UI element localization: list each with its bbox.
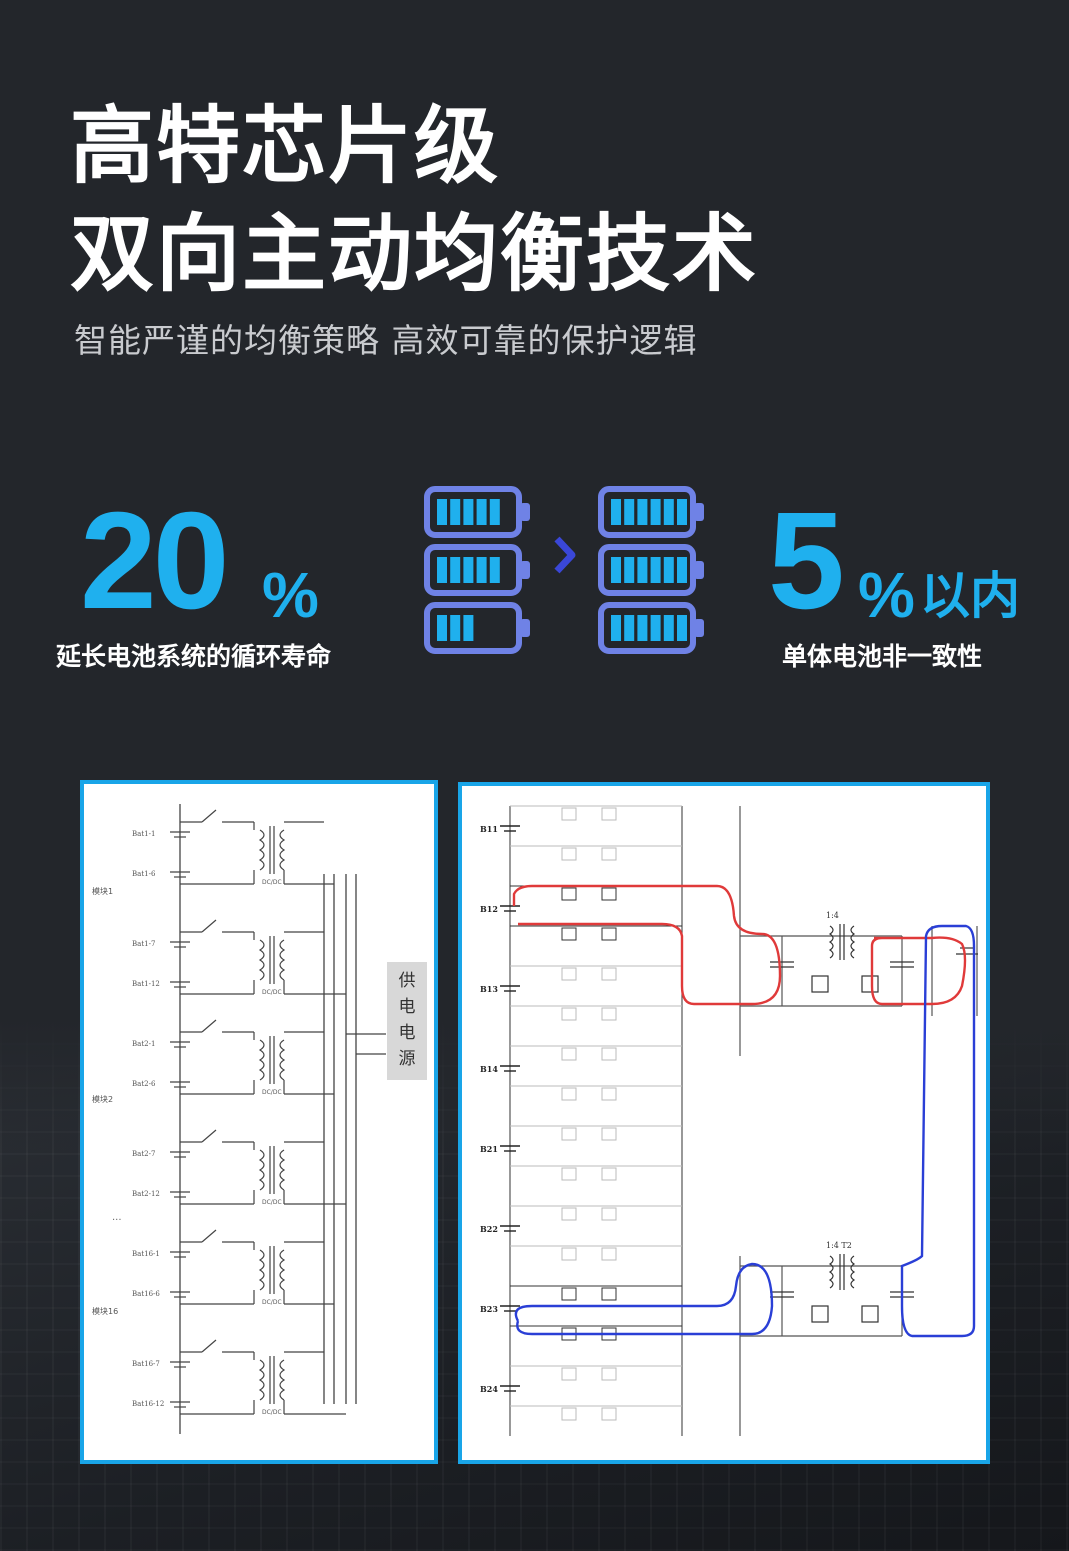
page-title-line2: 双向主动均衡技术 [70, 205, 759, 303]
battery-charge-bar [663, 499, 674, 525]
battery-charge-bar [489, 499, 500, 525]
battery-label: B24 [480, 1384, 498, 1394]
battery-icon-after-3 [598, 602, 704, 654]
battery-charge-bar [437, 557, 447, 583]
cell-label: Bat2-6 [132, 1080, 156, 1088]
cell-label: Bat2-12 [132, 1190, 160, 1198]
battery-icon-before-1 [424, 486, 530, 538]
battery-charge-bar [463, 499, 474, 525]
power-supply-char: 电 [399, 1023, 416, 1043]
battery-charge-bar [637, 557, 648, 583]
dcdc-label: DC/DC [262, 1199, 282, 1206]
battery-charge-bar [677, 499, 687, 525]
cell-label: Bat1-6 [132, 870, 156, 878]
battery-icon-before-3 [424, 602, 530, 654]
cell-label: Bat1-7 [132, 940, 155, 948]
battery-charge-bar [637, 615, 648, 641]
chevron-right-icon [554, 536, 576, 574]
ellipsis-label: ... [112, 1212, 122, 1223]
battery-charge-bar [677, 615, 687, 641]
battery-label: B11 [480, 824, 498, 834]
battery-charge-bar [476, 557, 487, 583]
battery-label: B14 [480, 1064, 498, 1074]
battery-charge-bar [624, 499, 635, 525]
power-supply-box [387, 962, 427, 1080]
dcdc-label: DC/DC [262, 1409, 282, 1416]
dcdc-label: DC/DC [262, 1089, 282, 1096]
stat-left-unit: % [262, 559, 319, 631]
stat-right-suffix: 以内 [920, 567, 1020, 625]
battery-charge-bar [624, 615, 635, 641]
module-label-1: 模块1 [92, 887, 114, 896]
battery-charge-bar [650, 557, 661, 583]
dcdc-label: DC/DC [262, 989, 282, 996]
stat-right-description: 单体电池非一致性 [782, 642, 983, 671]
battery-charge-bar [650, 499, 661, 525]
battery-charge-bar [611, 615, 621, 641]
cell-label: Bat16-1 [132, 1250, 160, 1258]
battery-icon-before-2 [424, 544, 530, 596]
battery-charge-bar [611, 499, 621, 525]
stat-right-unit: % [858, 559, 915, 631]
battery-charge-bar [437, 615, 447, 641]
battery-charge-bar [489, 557, 500, 583]
page-title-line1: 高特芯片级 [70, 97, 501, 195]
battery-charge-bar [450, 557, 461, 583]
battery-charge-bar [437, 499, 447, 525]
stat-right-value: 5 [768, 484, 845, 638]
battery-label: B13 [480, 984, 498, 994]
transformer2-ratio-label: 1:4 T2 [826, 1241, 852, 1250]
battery-charge-bar [463, 615, 474, 641]
battery-icon-after-2 [598, 544, 704, 596]
battery-label: B22 [480, 1224, 498, 1234]
stat-left-description: 延长电池系统的循环寿命 [56, 642, 332, 671]
cell-label: Bat16-12 [132, 1400, 164, 1408]
battery-label: B21 [480, 1144, 498, 1154]
battery-charge-bar [650, 615, 661, 641]
battery-charge-bar [476, 499, 487, 525]
battery-charge-bar [611, 557, 621, 583]
cell-label: Bat16-6 [132, 1290, 160, 1298]
battery-label: B23 [480, 1304, 498, 1314]
battery-charge-bar [637, 499, 648, 525]
cell-label: Bat1-1 [132, 830, 155, 838]
battery-icon-after-1 [598, 486, 704, 538]
battery-charge-bar [463, 557, 474, 583]
battery-charge-bar [450, 499, 461, 525]
cell-label: Bat2-7 [132, 1150, 155, 1158]
module-label-16: 模块16 [92, 1307, 119, 1316]
battery-charge-bar [663, 615, 674, 641]
battery-charge-bar [663, 557, 674, 583]
battery-charge-bar [450, 615, 461, 641]
battery-label: B12 [480, 904, 498, 914]
cell-label: Bat16-7 [132, 1360, 160, 1368]
cell-label: Bat1-12 [132, 980, 160, 988]
power-supply-char: 供 [399, 971, 416, 991]
module-label-2: 模块2 [92, 1095, 114, 1104]
power-supply-char: 源 [399, 1049, 416, 1069]
page-subtitle: 智能严谨的均衡策略 高效可靠的保护逻辑 [74, 321, 698, 360]
power-supply-char: 电 [399, 997, 416, 1017]
cell-label: Bat2-1 [132, 1040, 155, 1048]
battery-charge-bar [677, 557, 687, 583]
stat-left-value: 20 [80, 484, 229, 638]
dcdc-label: DC/DC [262, 1299, 282, 1306]
dcdc-label: DC/DC [262, 879, 282, 886]
transformer-ratio-label: 1:4 [826, 911, 839, 920]
battery-charge-bar [624, 557, 635, 583]
